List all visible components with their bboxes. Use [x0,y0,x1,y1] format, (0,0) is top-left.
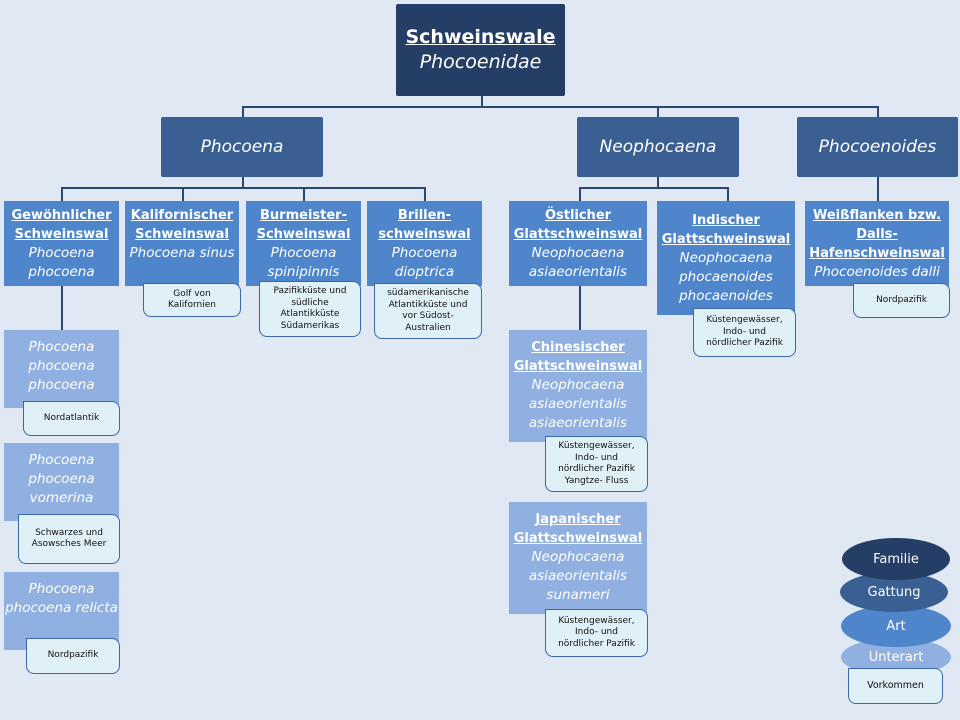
connector [242,106,244,118]
occurrence-box: Küstengewässer, Indo- und nördlicher Paz… [545,609,648,657]
subspecies-latin-name: Neophocaena asiaeorientalis asiaeorienta… [528,377,628,431]
species-node[interactable]: Burmeister-Schweinswal Phocoena spinipin… [246,201,361,286]
subspecies-latin-name: Phocoena phocoena relicta [5,581,118,616]
connector [61,187,425,189]
legend-species: Art [841,605,951,647]
species-node[interactable]: Brillen-schweinswal Phocoena dioptrica [367,201,482,286]
occurrence-box: Nordpazifik [26,638,120,674]
subspecies-common-name: Japanischer Glattschweinswal [513,512,643,546]
species-latin-name: Neophocaena asiaeorientalis [528,245,628,280]
species-latin-name: Phocoena spinipinnis [267,245,340,280]
genus-latin-name: Neophocaena [599,137,717,157]
genus-node-neophocaena[interactable]: Neophocaena [577,117,739,177]
connector [242,176,244,188]
species-common-name: Indischer Glattschweinswal [661,213,791,247]
species-node[interactable]: Gewöhnlicher Schweinswal Phocoena phocoe… [4,201,119,286]
subspecies-node[interactable]: Phocoena phocoena phocoena [4,330,119,408]
species-latin-name: Phocoena sinus [129,245,235,261]
subspecies-common-name: Chinesischer Glattschweinswal [513,340,643,374]
connector [877,106,879,118]
connector [182,187,184,202]
subspecies-latin-name: Neophocaena asiaeorientalis sunameri [528,549,628,603]
connector [579,187,728,189]
connector [242,106,878,108]
connector [61,187,63,202]
connector [481,96,483,107]
connector [61,285,63,331]
species-common-name: Kalifornischer Schweinswal [130,208,234,242]
species-common-name: Burmeister-Schweinswal [256,208,351,242]
subspecies-node[interactable]: Phocoena phocoena vomerina [4,443,119,521]
subspecies-node[interactable]: Chinesischer Glattschweinswal Neophocaen… [509,330,647,442]
species-latin-name: Neophocaena phocaenoides phocaenoides [679,250,773,304]
connector [657,176,659,188]
subspecies-latin-name: Phocoena phocoena vomerina [28,452,95,506]
species-common-name: Gewöhnlicher Schweinswal [11,208,112,242]
species-node[interactable]: Weißflanken bzw. Dalls-Hafenschweinswal … [805,201,949,286]
connector [877,176,879,202]
species-latin-name: Phocoena phocoena [28,245,95,280]
species-node[interactable]: Kalifornischer Schweinswal Phocoena sinu… [125,201,239,286]
occurrence-box: Nordatlantik [23,401,120,436]
species-latin-name: Phocoena dioptrica [391,245,458,280]
genus-latin-name: Phocoenoides [818,137,937,157]
species-latin-name: Phocoenoides dalli [814,264,940,280]
connector [303,187,305,202]
family-common-name: Schweinswale [405,26,556,48]
connector [579,285,581,331]
connector [657,106,659,118]
connector [727,187,729,202]
species-node[interactable]: Indischer Glattschweinswal Neophocaena p… [657,201,795,315]
subspecies-node[interactable]: Phocoena phocoena relicta [4,572,119,650]
species-common-name: Östlicher Glattschweinswal [513,208,643,242]
occurrence-box: südamerikanische Atlantikküste und vor S… [374,283,482,339]
occurrence-box: Nordpazifik [853,283,950,318]
subspecies-latin-name: Phocoena phocoena phocoena [28,339,95,393]
genus-node-phocoena[interactable]: Phocoena [161,117,323,177]
occurrence-box: Schwarzes und Asowsches Meer [18,514,120,564]
legend-family: Familie [842,538,950,580]
genus-node-phocoenoides[interactable]: Phocoenoides [797,117,958,177]
occurrence-box: Golf von Kalifornien [143,283,241,317]
legend-occurrence: Vorkommen [848,668,943,704]
occurrence-box: Küstengewässer, Indo- und nördlicher Paz… [693,308,796,357]
genus-latin-name: Phocoena [200,137,284,157]
family-latin-name: Phocoenidae [419,51,542,73]
occurrence-box: Küstengewässer, Indo- und nördlicher Paz… [545,436,648,492]
connector [579,187,581,202]
occurrence-box: Pazifikküste und südliche Atlantikküste … [259,281,361,337]
connector [424,187,426,202]
species-common-name: Brillen-schweinswal [378,208,471,242]
species-common-name: Weißflanken bzw. Dalls-Hafenschweinswal [809,208,945,261]
family-node[interactable]: Schweinswale Phocoenidae [396,4,565,96]
subspecies-node[interactable]: Japanischer Glattschweinswal Neophocaena… [509,502,647,614]
species-node[interactable]: Östlicher Glattschweinswal Neophocaena a… [509,201,647,286]
